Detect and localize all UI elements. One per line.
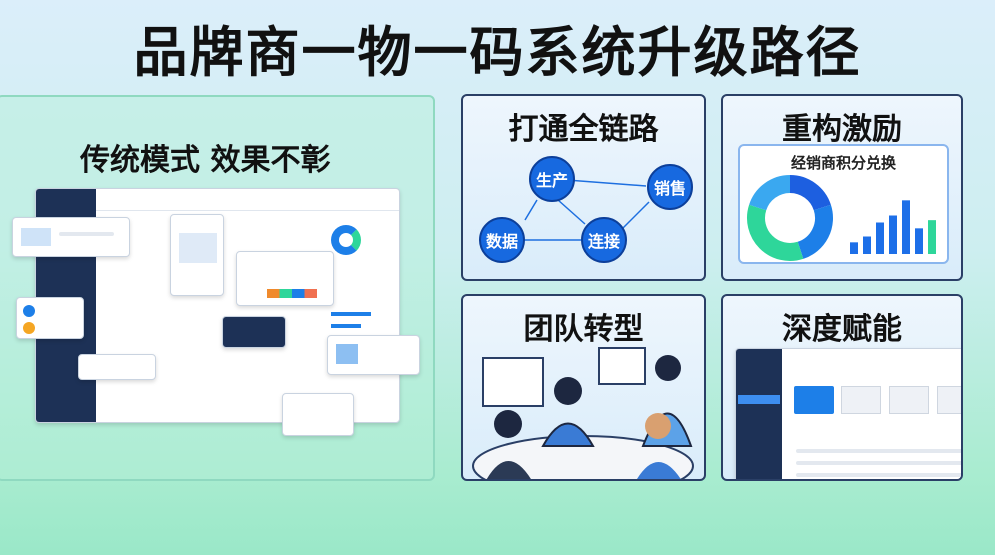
card-incentive: 重构激励 经销商积分兑换 (721, 94, 963, 281)
bar (928, 220, 936, 254)
node-production: 生产 (529, 156, 575, 202)
node-connect: 连接 (581, 217, 627, 263)
bar (850, 242, 858, 254)
phone-mock (170, 214, 224, 296)
widget-title: 经销商积分兑换 (790, 154, 896, 172)
card-full-chain: 打通全链路 生产 销售 数据 连接 (461, 94, 706, 281)
admin-dashboard-mock (735, 348, 961, 479)
page-title: 品牌商一物一码系统升级路径 (133, 21, 862, 84)
points-chart (747, 175, 936, 261)
donut-segment (789, 175, 831, 211)
popup-card (327, 335, 420, 375)
donut-segment (797, 204, 833, 259)
card-heading: 深度赋能 (782, 312, 902, 347)
popup-card (282, 393, 354, 436)
bar (915, 228, 923, 254)
node-data: 数据 (479, 217, 525, 263)
card-heading: 重构激励 (782, 112, 902, 147)
bar (889, 215, 897, 254)
card-empowerment: 深度赋能 (721, 294, 963, 481)
popup-card (236, 251, 334, 306)
team-meeting-illustration (472, 347, 694, 479)
card-team: 团队转型 (461, 294, 706, 481)
popup-card (78, 354, 156, 380)
bar (876, 222, 884, 254)
bar (863, 236, 871, 254)
popup-card (12, 217, 130, 257)
donut-segment (749, 175, 791, 211)
card-heading: 打通全链路 (508, 112, 659, 147)
traditional-mode-heading: 传统模式 效果不彰 (80, 143, 331, 178)
donut-segment (747, 204, 804, 261)
arrows (523, 179, 650, 241)
node-sales: 销售 (647, 164, 693, 210)
popup-card (222, 316, 286, 348)
popup-card (16, 297, 84, 339)
card-heading: 团队转型 (523, 312, 644, 347)
bar (902, 200, 910, 254)
